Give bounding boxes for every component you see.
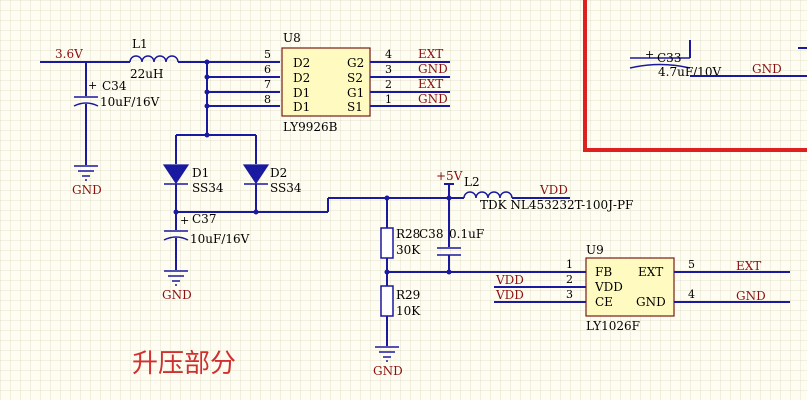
u8-pin-5: 5 D2 G2 4 EXT: [264, 47, 443, 70]
l1-ref: L1: [132, 37, 148, 51]
c34-plus: +: [88, 79, 97, 92]
inductor-l1[interactable]: [129, 55, 179, 63]
gnd-symbol-r29: [375, 346, 399, 362]
svg-text:GND: GND: [418, 62, 448, 76]
net-label-vdd: VDD: [539, 183, 568, 197]
svg-text:3: 3: [385, 63, 392, 76]
c38-value: 0.1uF: [449, 227, 484, 241]
gnd-symbol-c37: [164, 270, 188, 286]
c34-ref: C34: [102, 79, 127, 93]
d1-value: SS34: [192, 181, 224, 195]
svg-text:4: 4: [385, 48, 392, 61]
u8-pin-8: 8 D1 S1 1 GND: [264, 92, 448, 114]
net-label-3v6: 3.6V: [55, 47, 83, 61]
svg-text:GND: GND: [736, 289, 766, 303]
junction: [173, 209, 179, 215]
c34-plate-bottom: [73, 102, 99, 107]
svg-text:S2: S2: [347, 71, 363, 85]
d1-ref: D1: [192, 166, 209, 180]
svg-text:VDD: VDD: [495, 288, 524, 302]
svg-text:EXT: EXT: [638, 265, 663, 279]
svg-text:GND: GND: [418, 92, 448, 106]
svg-text:6: 6: [264, 63, 271, 76]
svg-text:GND: GND: [636, 295, 666, 309]
svg-text:G1: G1: [347, 86, 364, 100]
svg-text:4: 4: [688, 288, 695, 301]
c33-plate-bottom: [629, 63, 691, 69]
svg-text:EXT: EXT: [418, 47, 443, 61]
diode-d1[interactable]: [162, 164, 190, 185]
u9-value: LY1026F: [586, 319, 640, 333]
c38-ref: C38: [419, 227, 443, 241]
resistor-r28[interactable]: [380, 227, 394, 259]
c37-ref: C37: [192, 212, 216, 226]
svg-text:2: 2: [385, 78, 392, 91]
svg-text:2: 2: [566, 273, 573, 286]
diode-d2[interactable]: [242, 164, 270, 185]
gnd-label-r29: GND: [373, 364, 403, 378]
l2-ref: L2: [464, 175, 480, 189]
svg-text:G2: G2: [347, 56, 364, 70]
u9-pin-3: VDD 3 CE GND 4 GND: [495, 288, 766, 309]
svg-text:7: 7: [264, 78, 271, 91]
gnd-label-c34: GND: [72, 183, 102, 197]
svg-text:1: 1: [566, 258, 573, 271]
svg-text:3: 3: [566, 288, 573, 301]
u9-pin-2: VDD 2 VDD: [495, 273, 623, 294]
r28-value: 30K: [396, 243, 421, 257]
d2-value: SS34: [270, 181, 302, 195]
u8-pin-7: 7 D1 G1 2 EXT: [264, 77, 443, 100]
svg-text:EXT: EXT: [418, 77, 443, 91]
c33-ref: C33: [657, 51, 681, 65]
gnd-label-c33: GND: [752, 62, 782, 76]
svg-text:EXT: EXT: [736, 259, 761, 273]
svg-text:D1: D1: [293, 100, 310, 114]
svg-text:5: 5: [688, 258, 695, 271]
d2-ref: D2: [270, 166, 287, 180]
junction: [253, 209, 259, 215]
junction: [204, 132, 210, 138]
u8-body[interactable]: [281, 47, 371, 117]
u9-body[interactable]: [585, 257, 675, 317]
svg-text:VDD: VDD: [594, 280, 623, 294]
c37-value: 10uF/16V: [190, 232, 250, 246]
gnd-label-c37: GND: [162, 288, 192, 302]
svg-text:D2: D2: [293, 56, 310, 70]
u8-ref: U8: [283, 31, 301, 45]
junction: [204, 59, 210, 65]
svg-text:1: 1: [385, 93, 392, 106]
r28-ref: R28: [396, 227, 420, 241]
u9-pin-1: 1 FB EXT 5 EXT: [566, 258, 761, 279]
svg-text:5: 5: [264, 48, 271, 61]
sheet-border: [583, 0, 807, 152]
svg-text:FB: FB: [595, 265, 612, 279]
r29-ref: R29: [396, 288, 420, 302]
svg-text:CE: CE: [595, 295, 613, 309]
u9-ref: U9: [586, 243, 604, 257]
svg-text:VDD: VDD: [495, 273, 524, 287]
svg-text:D1: D1: [293, 86, 310, 100]
resistor-r29[interactable]: [380, 285, 394, 317]
u8-pin-6: 6 D2 S2 3 GND: [264, 62, 448, 85]
svg-text:S1: S1: [347, 100, 363, 114]
section-title: 升压部分: [132, 349, 236, 379]
u8-value: LY9926B: [283, 120, 338, 134]
l1-value: 22uH: [130, 67, 163, 81]
svg-text:D2: D2: [293, 71, 310, 85]
c33-plus: +: [645, 48, 654, 61]
gnd-symbol-c34: [74, 165, 98, 181]
c37-plus: +: [180, 214, 189, 227]
inductor-l2[interactable]: [463, 191, 513, 199]
c37-plate-bottom: [163, 236, 189, 241]
c34-value: 10uF/16V: [100, 95, 160, 109]
l2-value: TDK NL453232T-100J-PF: [480, 198, 633, 212]
r29-value: 10K: [396, 304, 421, 318]
net-label-5v: +5V: [436, 169, 463, 183]
svg-text:8: 8: [264, 93, 271, 106]
